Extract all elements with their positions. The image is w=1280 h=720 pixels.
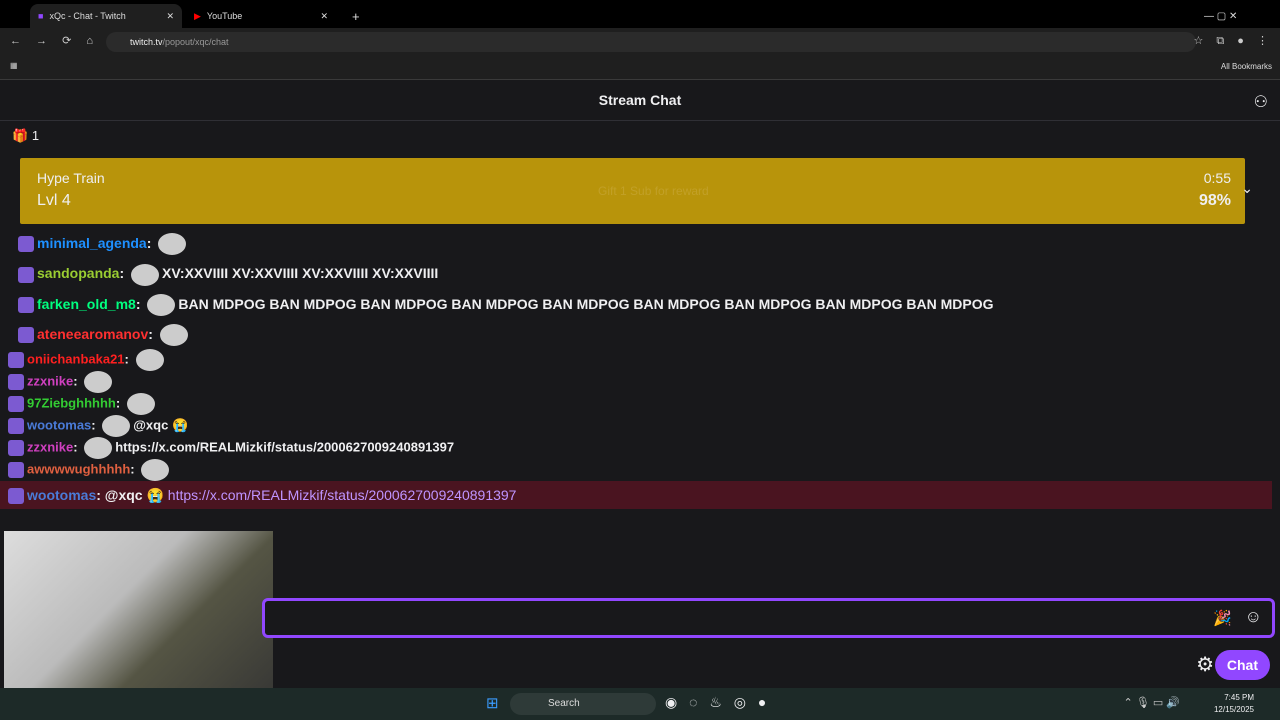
tab-youtube[interactable]: ▶YouTube✕ bbox=[194, 10, 328, 22]
emote-icon bbox=[102, 415, 131, 438]
emote-picker-icon[interactable]: ☺ bbox=[1244, 607, 1262, 626]
all-bookmarks[interactable]: All Bookmarks bbox=[1220, 62, 1272, 71]
chat-message: sandopanda: XV:XXVIIII XV:XXVIIII XV:XXV… bbox=[8, 258, 1268, 288]
address-bar-row: ← → ⟳ ⌂ twitch.tv/popout/xqc/chat ☆ ⧉ ● … bbox=[0, 28, 1280, 56]
new-tab-button[interactable]: + bbox=[352, 8, 360, 24]
chat-message: minimal_agenda: bbox=[8, 228, 1268, 258]
close-tab-icon[interactable]: ✕ bbox=[320, 10, 328, 21]
youtube-icon: ▶ bbox=[194, 10, 201, 21]
chat-message: zzxnike: bbox=[8, 371, 1268, 394]
chat-message: zzxnike: https://x.com/REALMizkif/status… bbox=[8, 437, 1268, 460]
taskbar-app-icons[interactable]: ◉ ◌ ♨ ◎ ● bbox=[665, 694, 767, 710]
chat-text: @xqc 😭 bbox=[133, 417, 189, 433]
chat-log: minimal_agenda: sandopanda: XV:XXVIIII X… bbox=[0, 228, 1272, 510]
highlighted-message: wootomas: @xqc 😭 https://x.com/REALMizki… bbox=[0, 481, 1272, 510]
chat-link[interactable]: https://x.com/REALMizkif/status/20006270… bbox=[167, 487, 517, 504]
sub-badge-icon bbox=[8, 396, 24, 413]
apps-icon[interactable]: ▦ bbox=[10, 61, 18, 70]
sub-badge-icon bbox=[8, 374, 24, 391]
chat-message: wootomas: @xqc 😭 bbox=[8, 415, 1268, 438]
bookmarks-bar: ▦ All Bookmarks bbox=[0, 56, 1280, 80]
chat-username[interactable]: 97Ziebghhhhh bbox=[27, 395, 116, 411]
gift-counter[interactable]: 🎁 1 bbox=[12, 128, 40, 143]
chat-username[interactable]: wootomas bbox=[27, 417, 92, 433]
chat-username[interactable]: minimal_agenda bbox=[37, 235, 147, 251]
sub-badge-icon bbox=[8, 462, 24, 479]
chat-username[interactable]: zzxnike bbox=[27, 373, 74, 389]
windows-start-icon[interactable]: ⊞ bbox=[486, 695, 499, 712]
chevron-down-icon[interactable]: ⌄ bbox=[1241, 180, 1253, 196]
chat-username[interactable]: oniichanbaka21 bbox=[27, 351, 125, 367]
sub-badge-icon bbox=[18, 236, 34, 253]
chat-send-button[interactable]: Chat bbox=[1214, 650, 1270, 680]
chat-username[interactable]: ateneearomanov bbox=[37, 325, 149, 342]
chat-input[interactable]: 🎉 ☺ bbox=[262, 598, 1275, 638]
chat-text: https://x.com/REALMizkif/status/20006270… bbox=[115, 439, 455, 455]
system-tray-icons[interactable]: ⌃ 🎙 ▭ 🔊 bbox=[1123, 697, 1180, 709]
page-title: Stream Chat bbox=[0, 81, 1280, 121]
sub-badge-icon bbox=[18, 296, 34, 313]
emote-icon bbox=[158, 233, 187, 256]
taskbar-time: 7:45 PM bbox=[1224, 693, 1254, 702]
chat-text: XV:XXVIIII XV:XXVIIII XV:XXVIIII XV:XXVI… bbox=[162, 265, 439, 282]
emote-icon bbox=[159, 324, 188, 347]
taskbar-date: 12/15/2025 bbox=[1213, 705, 1254, 714]
windows-taskbar: ⊞ Search ◉ ◌ ♨ ◎ ● ⌃ 🎙 ▭ 🔊 7:45 PM 12/15… bbox=[0, 688, 1280, 720]
taskbar-search[interactable]: Search bbox=[510, 693, 656, 715]
sub-badge-icon bbox=[8, 488, 24, 505]
chat-message: farken_old_m8: BAN MDPOG BAN MDPOG BAN M… bbox=[8, 289, 1268, 319]
chat-message: oniichanbaka21: bbox=[8, 349, 1268, 372]
nav-buttons[interactable]: ← → ⟳ ⌂ bbox=[10, 35, 94, 47]
settings-gear-icon[interactable]: ⚙ bbox=[1196, 654, 1214, 676]
sub-badge-icon bbox=[8, 418, 24, 435]
close-tab-icon[interactable]: ✕ bbox=[166, 10, 174, 21]
chat-username[interactable]: farken_old_m8 bbox=[37, 295, 136, 312]
url-input[interactable]: twitch.tv/popout/xqc/chat bbox=[106, 32, 1196, 52]
browser-menu-icons[interactable]: ☆ ⧉ ● ⋮ bbox=[1193, 35, 1268, 47]
browser-tabbar: ■xQc - Chat - Twitch✕ ▶YouTube✕ + — ▢ ✕ bbox=[0, 0, 1280, 28]
sub-badge-icon bbox=[8, 440, 24, 457]
sub-badge-icon bbox=[8, 352, 24, 369]
sub-badge-icon bbox=[18, 327, 34, 344]
window-controls[interactable]: — ▢ ✕ bbox=[1204, 10, 1238, 22]
chat-username[interactable]: zzxnike bbox=[27, 439, 74, 455]
chat-username[interactable]: sandopanda bbox=[37, 265, 120, 282]
twitch-icon: ■ bbox=[38, 11, 44, 21]
emote-icon bbox=[135, 349, 164, 372]
chat-username[interactable]: wootomas bbox=[27, 487, 97, 504]
emote-icon bbox=[84, 437, 113, 460]
hype-train-banner[interactable]: Hype Train Lvl 4 Gift 1 Sub for reward 0… bbox=[20, 158, 1253, 224]
emote-icon bbox=[84, 371, 113, 394]
sub-badge-icon bbox=[18, 266, 34, 283]
gift-icon: 🎁 bbox=[12, 128, 29, 143]
chat-message: 97Ziebghhhhh: bbox=[8, 393, 1268, 416]
emote-icon bbox=[147, 293, 176, 316]
tab-twitch-chat[interactable]: ■xQc - Chat - Twitch✕ bbox=[30, 4, 182, 28]
chat-text: BAN MDPOG BAN MDPOG BAN MDPOG BAN MDPOG … bbox=[178, 295, 994, 312]
emote-icon bbox=[131, 263, 160, 286]
emote-icon bbox=[126, 393, 155, 416]
party-popper-icon[interactable]: 🎉 bbox=[1213, 610, 1232, 627]
chat-message: awwwwughhhhh: bbox=[8, 459, 1268, 482]
community-icon[interactable]: ⚇ bbox=[1253, 94, 1268, 111]
chat-username[interactable]: awwwwughhhhh bbox=[27, 461, 131, 477]
chat-message: ateneearomanov: bbox=[8, 319, 1268, 349]
emote-icon bbox=[141, 459, 170, 482]
